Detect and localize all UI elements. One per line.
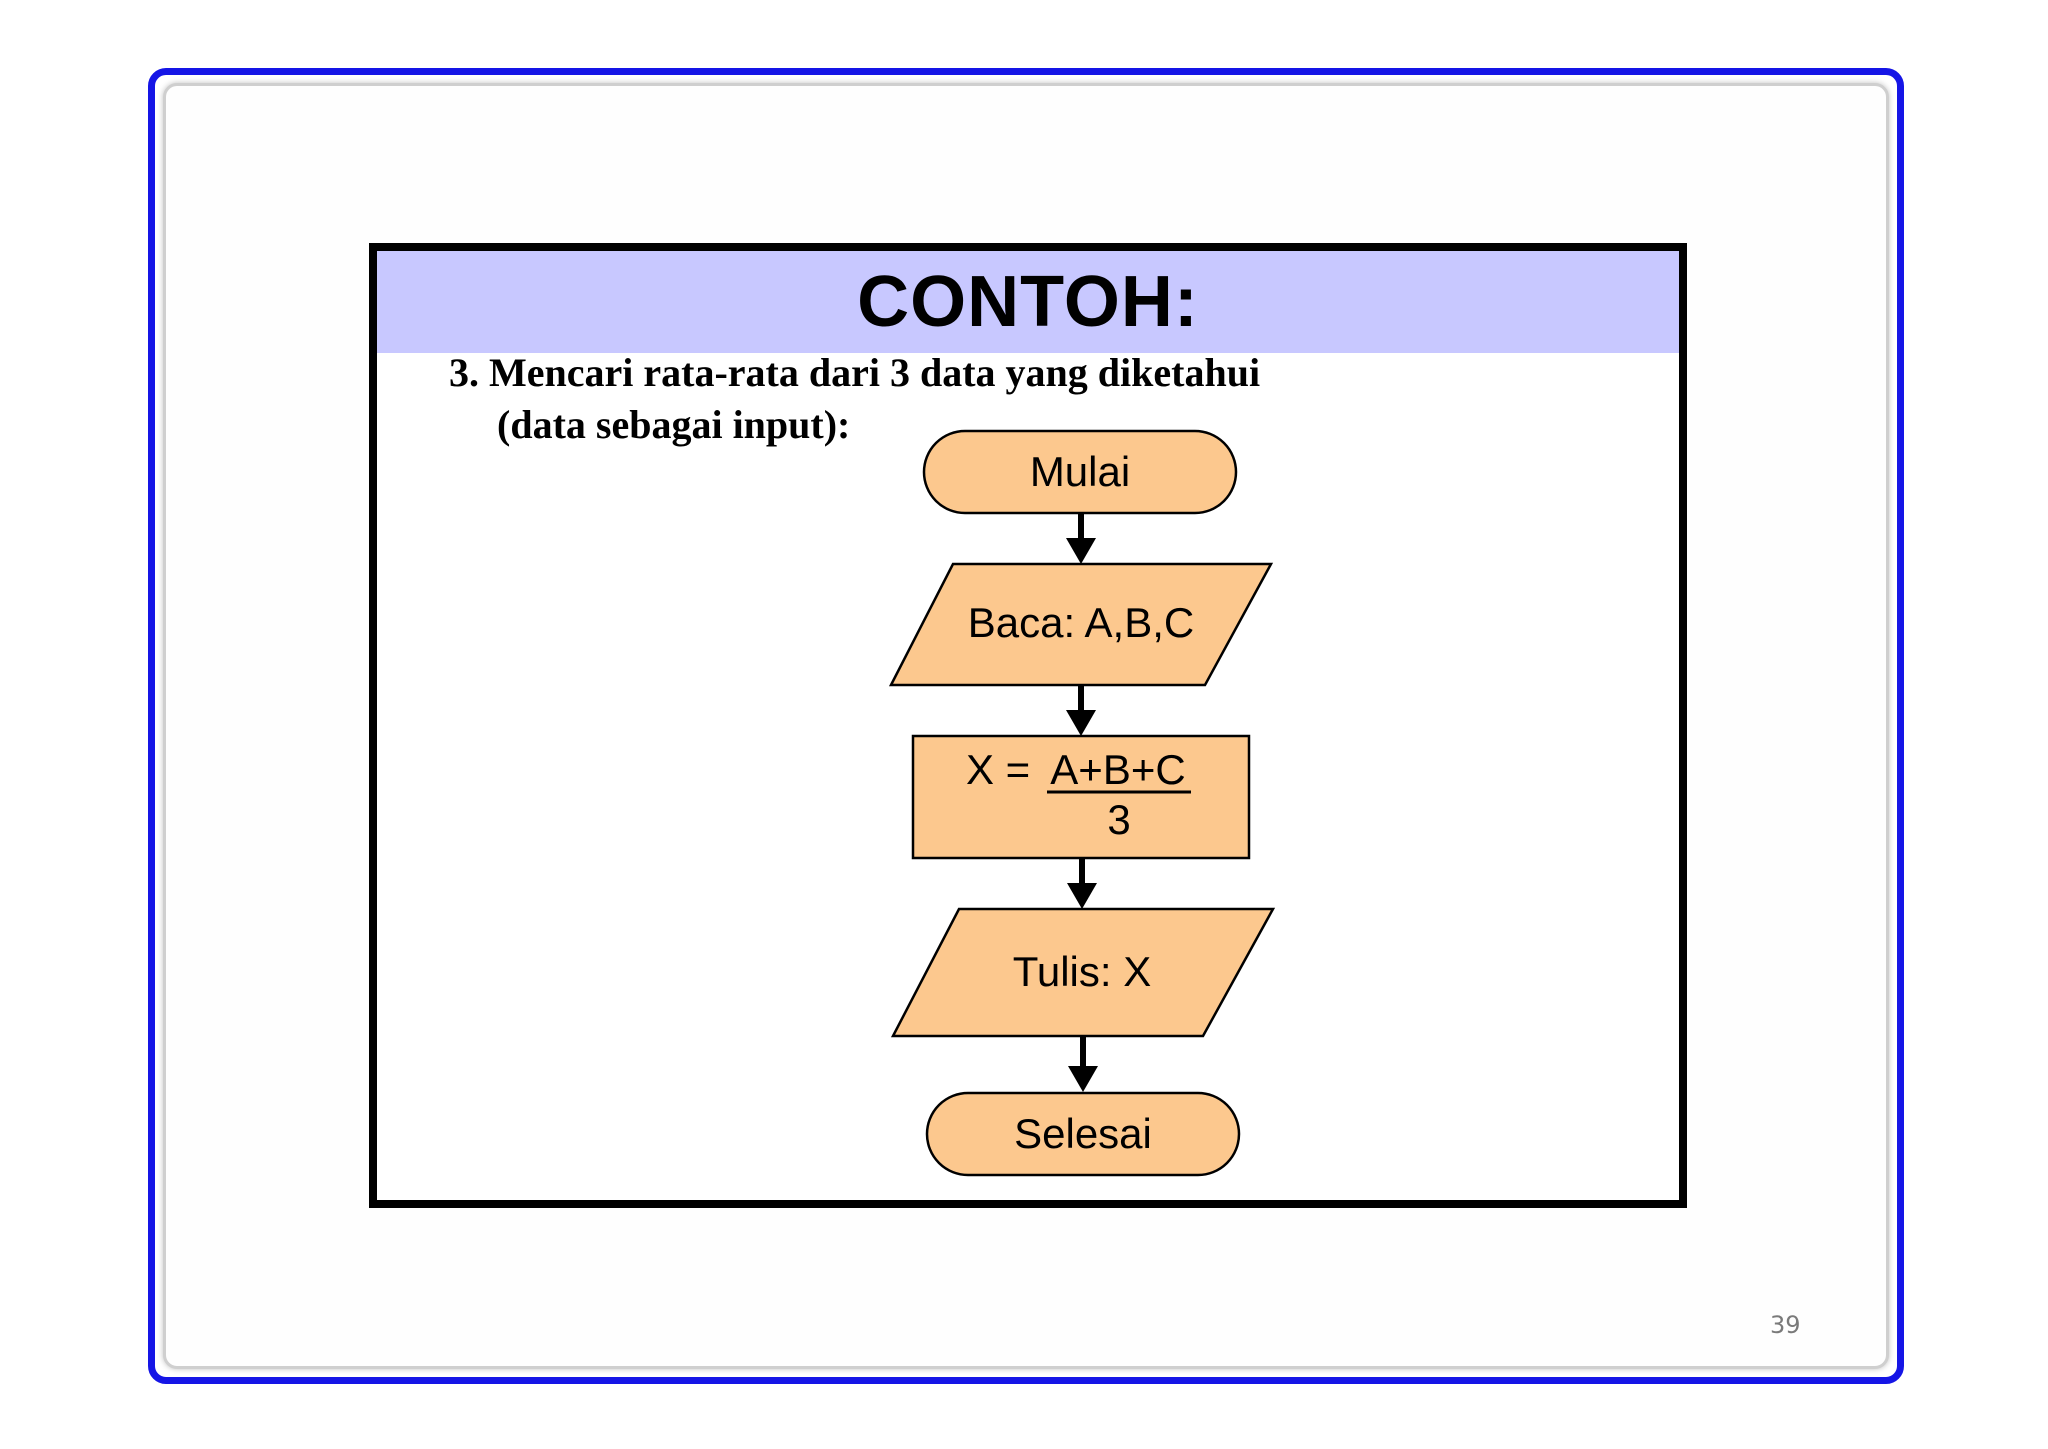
problem-statement-line-1: 3. Mencari rata-rata dari 3 data yang di…	[449, 350, 1261, 395]
arrowhead-3	[1067, 883, 1097, 909]
arrowhead-2	[1066, 710, 1096, 736]
process-numerator: A+B+C	[1050, 746, 1185, 793]
output-parallelogram	[890, 907, 1276, 1038]
input-label: Baca: A,B,C	[968, 599, 1194, 646]
start-label: Mulai	[1030, 448, 1130, 495]
figure-box: CONTOH: 3. Mencari rata-rata dari 3 data…	[369, 243, 1687, 1208]
header-band: CONTOH:	[377, 251, 1679, 353]
process-box	[911, 734, 1251, 860]
input-parallelogram	[888, 562, 1274, 687]
page-number: 39	[1770, 1311, 1801, 1339]
problem-statement-line-2: (data sebagai input):	[497, 402, 851, 447]
end-terminal	[925, 1091, 1241, 1177]
header-title: CONTOH:	[857, 262, 1199, 342]
end-label: Selesai	[1014, 1110, 1152, 1157]
arrowhead-4	[1068, 1066, 1098, 1092]
process-denominator: 3	[1107, 796, 1130, 843]
output-label: Tulis: X	[1013, 948, 1151, 995]
arrowhead-1	[1066, 538, 1096, 564]
process-lhs: X =	[966, 746, 1030, 793]
